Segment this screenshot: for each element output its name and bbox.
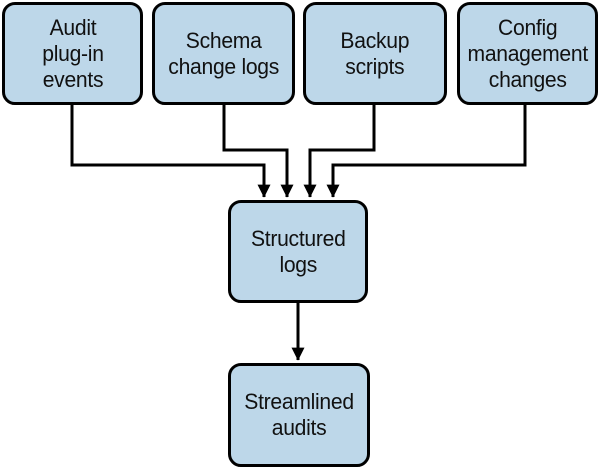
node-structured-logs: Structured logs (228, 200, 368, 303)
node-streamlined-audits-label: Streamlined audits (244, 389, 354, 440)
node-schema-change-logs-label: Schema change logs (168, 27, 279, 79)
node-structured-logs-label: Structured logs (250, 225, 346, 277)
node-schema-change-logs: Schema change logs (152, 2, 295, 105)
edge-config-to-structured (326, 103, 527, 198)
node-backup-scripts: Backup scripts (303, 2, 447, 105)
edge-schema-to-structured (222, 103, 294, 198)
node-audit-plugin-events-label: Audit plug-in events (41, 14, 104, 92)
node-audit-plugin-events: Audit plug-in events (2, 2, 143, 105)
node-config-management-changes-label: Config management changes (467, 14, 588, 92)
node-streamlined-audits: Streamlined audits (228, 363, 370, 467)
node-config-management-changes: Config management changes (457, 2, 598, 105)
edge-backup-to-structured (303, 103, 376, 198)
node-backup-scripts-label: Backup scripts (340, 27, 410, 79)
edge-audit-to-structured (70, 103, 271, 198)
